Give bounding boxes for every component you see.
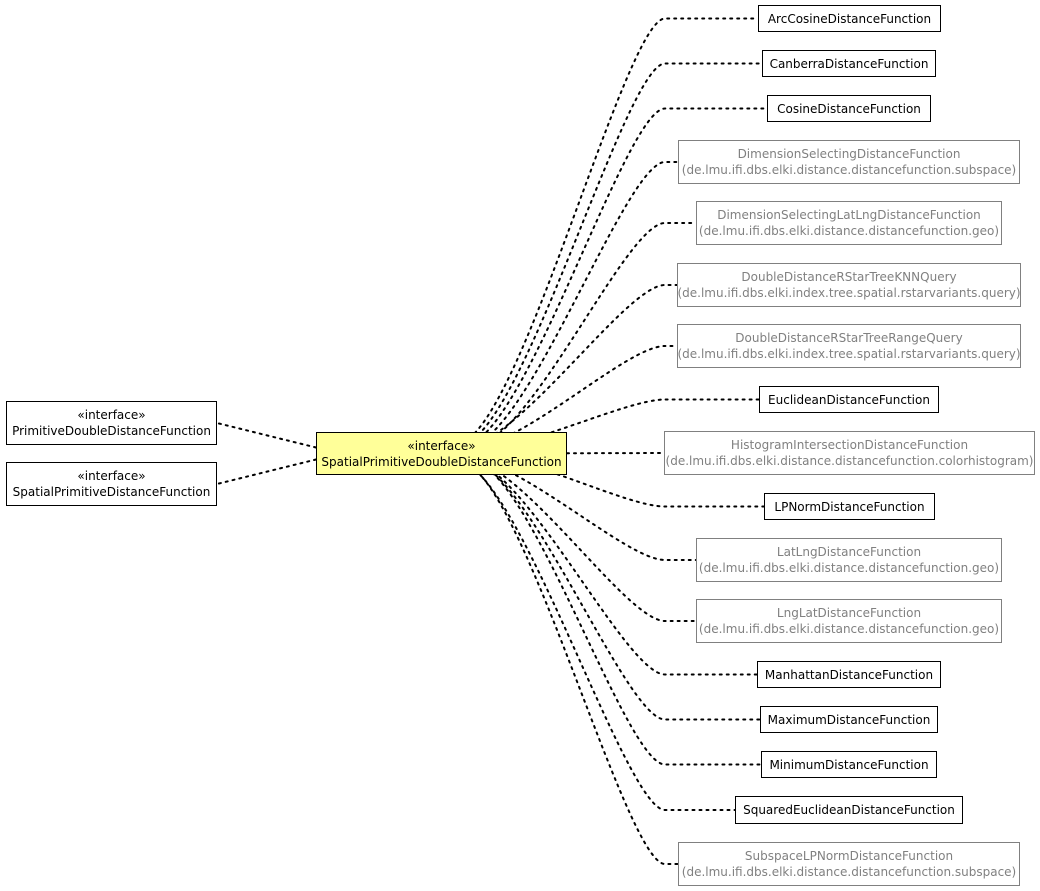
stereotype-label: «interface» [77, 408, 146, 422]
class-name-label: DimensionSelectingLatLngDistanceFunction [717, 208, 981, 222]
class-name-label: MinimumDistanceFunction [769, 757, 929, 772]
class-name-label: MaximumDistanceFunction [767, 712, 931, 727]
class-name-label: HistogramIntersectionDistanceFunction [730, 438, 969, 452]
implementation-edge [456, 17, 759, 445]
parent-interface-node[interactable]: «interface» PrimitiveDoubleDistanceFunct… [6, 401, 217, 445]
class-name-label: LPNormDistanceFunction [774, 499, 925, 514]
inheritance-edge [216, 422, 317, 449]
class-name-label: ArcCosineDistanceFunction [767, 11, 932, 26]
class-name-label: SpatialPrimitiveDistanceFunction [12, 485, 211, 499]
implementation-edge [462, 107, 768, 447]
stereotype-label: «interface» [77, 469, 146, 483]
external-implementation-node[interactable]: DoubleDistanceRStarTreeRangeQuery (de.lm… [677, 324, 1021, 368]
package-label: (de.lmu.ifi.dbs.elki.distance.distancefu… [698, 622, 1000, 636]
stereotype-label: «interface» [407, 438, 476, 453]
implementation-node[interactable]: MaximumDistanceFunction [760, 706, 938, 733]
implementation-node[interactable]: CanberraDistanceFunction [762, 50, 936, 77]
class-name-label: PrimitiveDoubleDistanceFunction [12, 424, 211, 438]
class-name-label: SquaredEuclideanDistanceFunction [743, 803, 955, 817]
class-name-label: SpatialPrimitiveDoubleDistanceFunction [321, 454, 562, 469]
class-name-label: SubspaceLPNormDistanceFunction [744, 849, 954, 863]
package-label: (de.lmu.ifi.dbs.elki.distance.distancefu… [681, 865, 1017, 879]
external-implementation-node[interactable]: DimensionSelectingLatLngDistanceFunction… [696, 201, 1002, 245]
implementation-edge [459, 62, 763, 446]
external-implementation-node[interactable]: LngLatDistanceFunction (de.lmu.ifi.dbs.e… [696, 599, 1002, 643]
class-name-label: DoubleDistanceRStarTreeKNNQuery [741, 270, 957, 284]
implementation-node[interactable]: SquaredEuclideanDistanceFunction [735, 796, 963, 824]
class-name-label: DoubleDistanceRStarTreeRangeQuery [735, 331, 963, 345]
class-name-label: CosineDistanceFunction [777, 101, 921, 116]
implementation-node[interactable]: LPNormDistanceFunction [764, 493, 935, 520]
implementation-edge [465, 161, 679, 448]
external-implementation-node[interactable]: SubspaceLPNormDistanceFunction (de.lmu.i… [678, 842, 1020, 886]
class-name-label: DimensionSelectingDistanceFunction [737, 147, 961, 161]
package-label: (de.lmu.ifi.dbs.elki.distance.distancefu… [698, 561, 1000, 575]
implementation-edge [459, 461, 679, 865]
package-label: (de.lmu.ifi.dbs.elki.index.tree.spatial.… [677, 347, 1021, 361]
implementation-node[interactable]: ArcCosineDistanceFunction [758, 5, 941, 32]
class-name-label: ManhattanDistanceFunction [764, 667, 934, 682]
center-interface-node[interactable]: «interface» SpatialPrimitiveDoubleDistan… [316, 432, 567, 475]
class-name-label: LngLatDistanceFunction [776, 606, 922, 620]
class-name-label: EuclideanDistanceFunction [768, 392, 930, 407]
implementation-edge [456, 460, 736, 811]
implementation-node[interactable]: MinimumDistanceFunction [761, 751, 937, 778]
class-name-label: LatLngDistanceFunction [776, 545, 922, 559]
implementation-edge [456, 284, 678, 451]
package-label: (de.lmu.ifi.dbs.elki.distance.distancefu… [698, 224, 1000, 238]
external-implementation-node[interactable]: HistogramIntersectionDistanceFunction (d… [664, 431, 1035, 475]
package-label: (de.lmu.ifi.dbs.elki.distance.distancefu… [665, 454, 1034, 468]
implementation-edge [462, 398, 760, 453]
inheritance-edge [216, 458, 317, 485]
implementation-node[interactable]: EuclideanDistanceFunction [759, 386, 939, 413]
package-label: (de.lmu.ifi.dbs.elki.index.tree.spatial.… [677, 286, 1021, 300]
implementation-edge [465, 457, 761, 721]
external-implementation-node[interactable]: LatLngDistanceFunction (de.lmu.ifi.dbs.e… [696, 538, 1002, 582]
implementation-node[interactable]: CosineDistanceFunction [767, 95, 931, 122]
package-label: (de.lmu.ifi.dbs.elki.distance.distancefu… [681, 163, 1017, 177]
implementation-node[interactable]: ManhattanDistanceFunction [757, 661, 941, 688]
external-implementation-node[interactable]: DoubleDistanceRStarTreeKNNQuery (de.lmu.… [677, 263, 1021, 307]
implementation-edge [468, 222, 697, 450]
class-name-label: CanberraDistanceFunction [769, 56, 929, 71]
external-implementation-node[interactable]: DimensionSelectingDistanceFunction (de.l… [678, 140, 1020, 184]
parent-interface-node[interactable]: «interface» SpatialPrimitiveDistanceFunc… [6, 462, 217, 506]
